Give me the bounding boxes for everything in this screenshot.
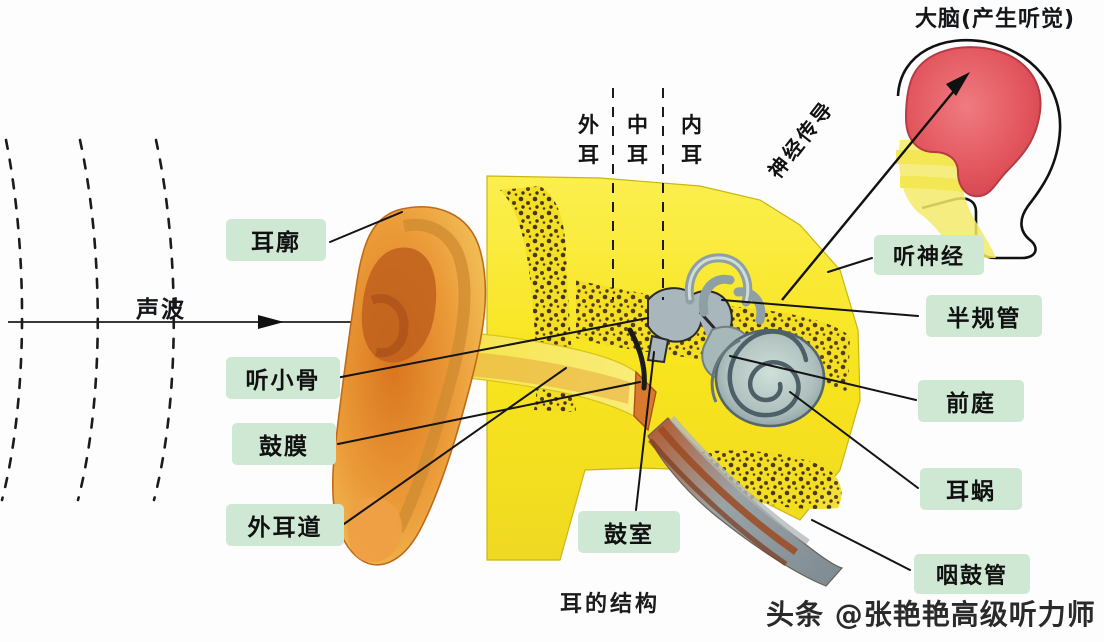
- label-eardrum[interactable]: 鼓膜: [232, 423, 336, 465]
- nerve-conduction-arrow: [781, 72, 970, 301]
- sound-wave-arrow: [8, 315, 372, 329]
- eustachian-tube-stripe-c: [648, 438, 788, 567]
- leader-semicircular: [721, 299, 919, 317]
- label-ear-canal[interactable]: 外耳道: [226, 504, 344, 546]
- zone-outer-ear-line2: 耳: [578, 143, 600, 167]
- label-vestibule[interactable]: 前庭: [918, 380, 1024, 422]
- label-semicircular-canals-text: 半规管: [946, 306, 1022, 332]
- eustachian-tube-stripe-b: [669, 416, 810, 545]
- brain-label: 大脑(产生听觉): [914, 7, 1076, 32]
- leader-ossicles: [335, 317, 649, 379]
- label-eardrum-text: 鼓膜: [259, 434, 309, 460]
- label-vestibule-text: 前庭: [946, 391, 996, 417]
- label-cochlea-text: 耳蜗: [946, 479, 996, 505]
- leader-eustachian: [811, 519, 911, 571]
- leader-auricle: [329, 211, 403, 243]
- label-auricle[interactable]: 耳廓: [226, 219, 326, 261]
- leader-lines: [329, 211, 919, 571]
- leader-tympanic-cavity: [635, 351, 655, 511]
- watermark: 头条 @张艳艳高级听力师: [766, 598, 1096, 631]
- label-eustachian-tube[interactable]: 咽鼓管: [914, 554, 1030, 594]
- zone-middle-ear-line1: 中: [627, 113, 649, 137]
- label-eustachian-tube-text: 咽鼓管: [935, 564, 1008, 589]
- leader-ear-canal: [343, 367, 567, 525]
- zone-inner-ear-line2: 耳: [681, 143, 703, 167]
- pinna-antihelix: [370, 294, 409, 358]
- label-ear-canal-text: 外耳道: [247, 515, 323, 541]
- label-auditory-nerve[interactable]: 听神经: [874, 235, 984, 275]
- label-cochlea[interactable]: 耳蜗: [920, 468, 1022, 510]
- brain: [904, 46, 1042, 198]
- zone-outer-ear-line1: 外: [578, 113, 600, 137]
- figure-caption: 耳的结构: [559, 592, 660, 617]
- zone-middle-ear-line2: 耳: [627, 143, 649, 167]
- zone-inner-ear-line1: 内: [681, 113, 703, 137]
- pinna-lobule: [347, 497, 402, 563]
- label-auditory-nerve-text: 听神经: [892, 245, 965, 270]
- eustachian-tube-stripe-a: [657, 425, 798, 555]
- label-ossicles[interactable]: 听小骨: [226, 357, 340, 399]
- zone-inner-ear: 内 耳: [678, 110, 706, 170]
- pinna-helix: [392, 218, 471, 533]
- leader-vestibule: [729, 355, 917, 401]
- label-ossicles-text: 听小骨: [245, 368, 321, 394]
- sound-wave-label: 声波: [136, 297, 186, 323]
- leader-eardrum: [337, 381, 641, 445]
- leader-auditory-nerve: [827, 257, 873, 273]
- sound-wave-arcs: [0, 138, 176, 502]
- semicircular-canals-inner: [687, 256, 750, 303]
- face-yellow: [898, 140, 996, 258]
- label-tympanic-cavity[interactable]: 鼓室: [578, 511, 680, 553]
- label-tympanic-cavity-text: 鼓室: [604, 522, 654, 548]
- label-semicircular-canals[interactable]: 半规管: [926, 295, 1042, 337]
- canal-inner-shadow: [468, 352, 630, 404]
- cochlea: [710, 328, 826, 428]
- zone-outer-ear: 外 耳: [575, 110, 603, 170]
- oral-cavity-yellow: [900, 176, 976, 194]
- ossicle-outline-arc: [627, 327, 647, 391]
- label-auricle-text: 耳廓: [251, 230, 301, 256]
- zone-middle-ear: 中 耳: [624, 110, 652, 170]
- leader-cochlea: [789, 391, 919, 489]
